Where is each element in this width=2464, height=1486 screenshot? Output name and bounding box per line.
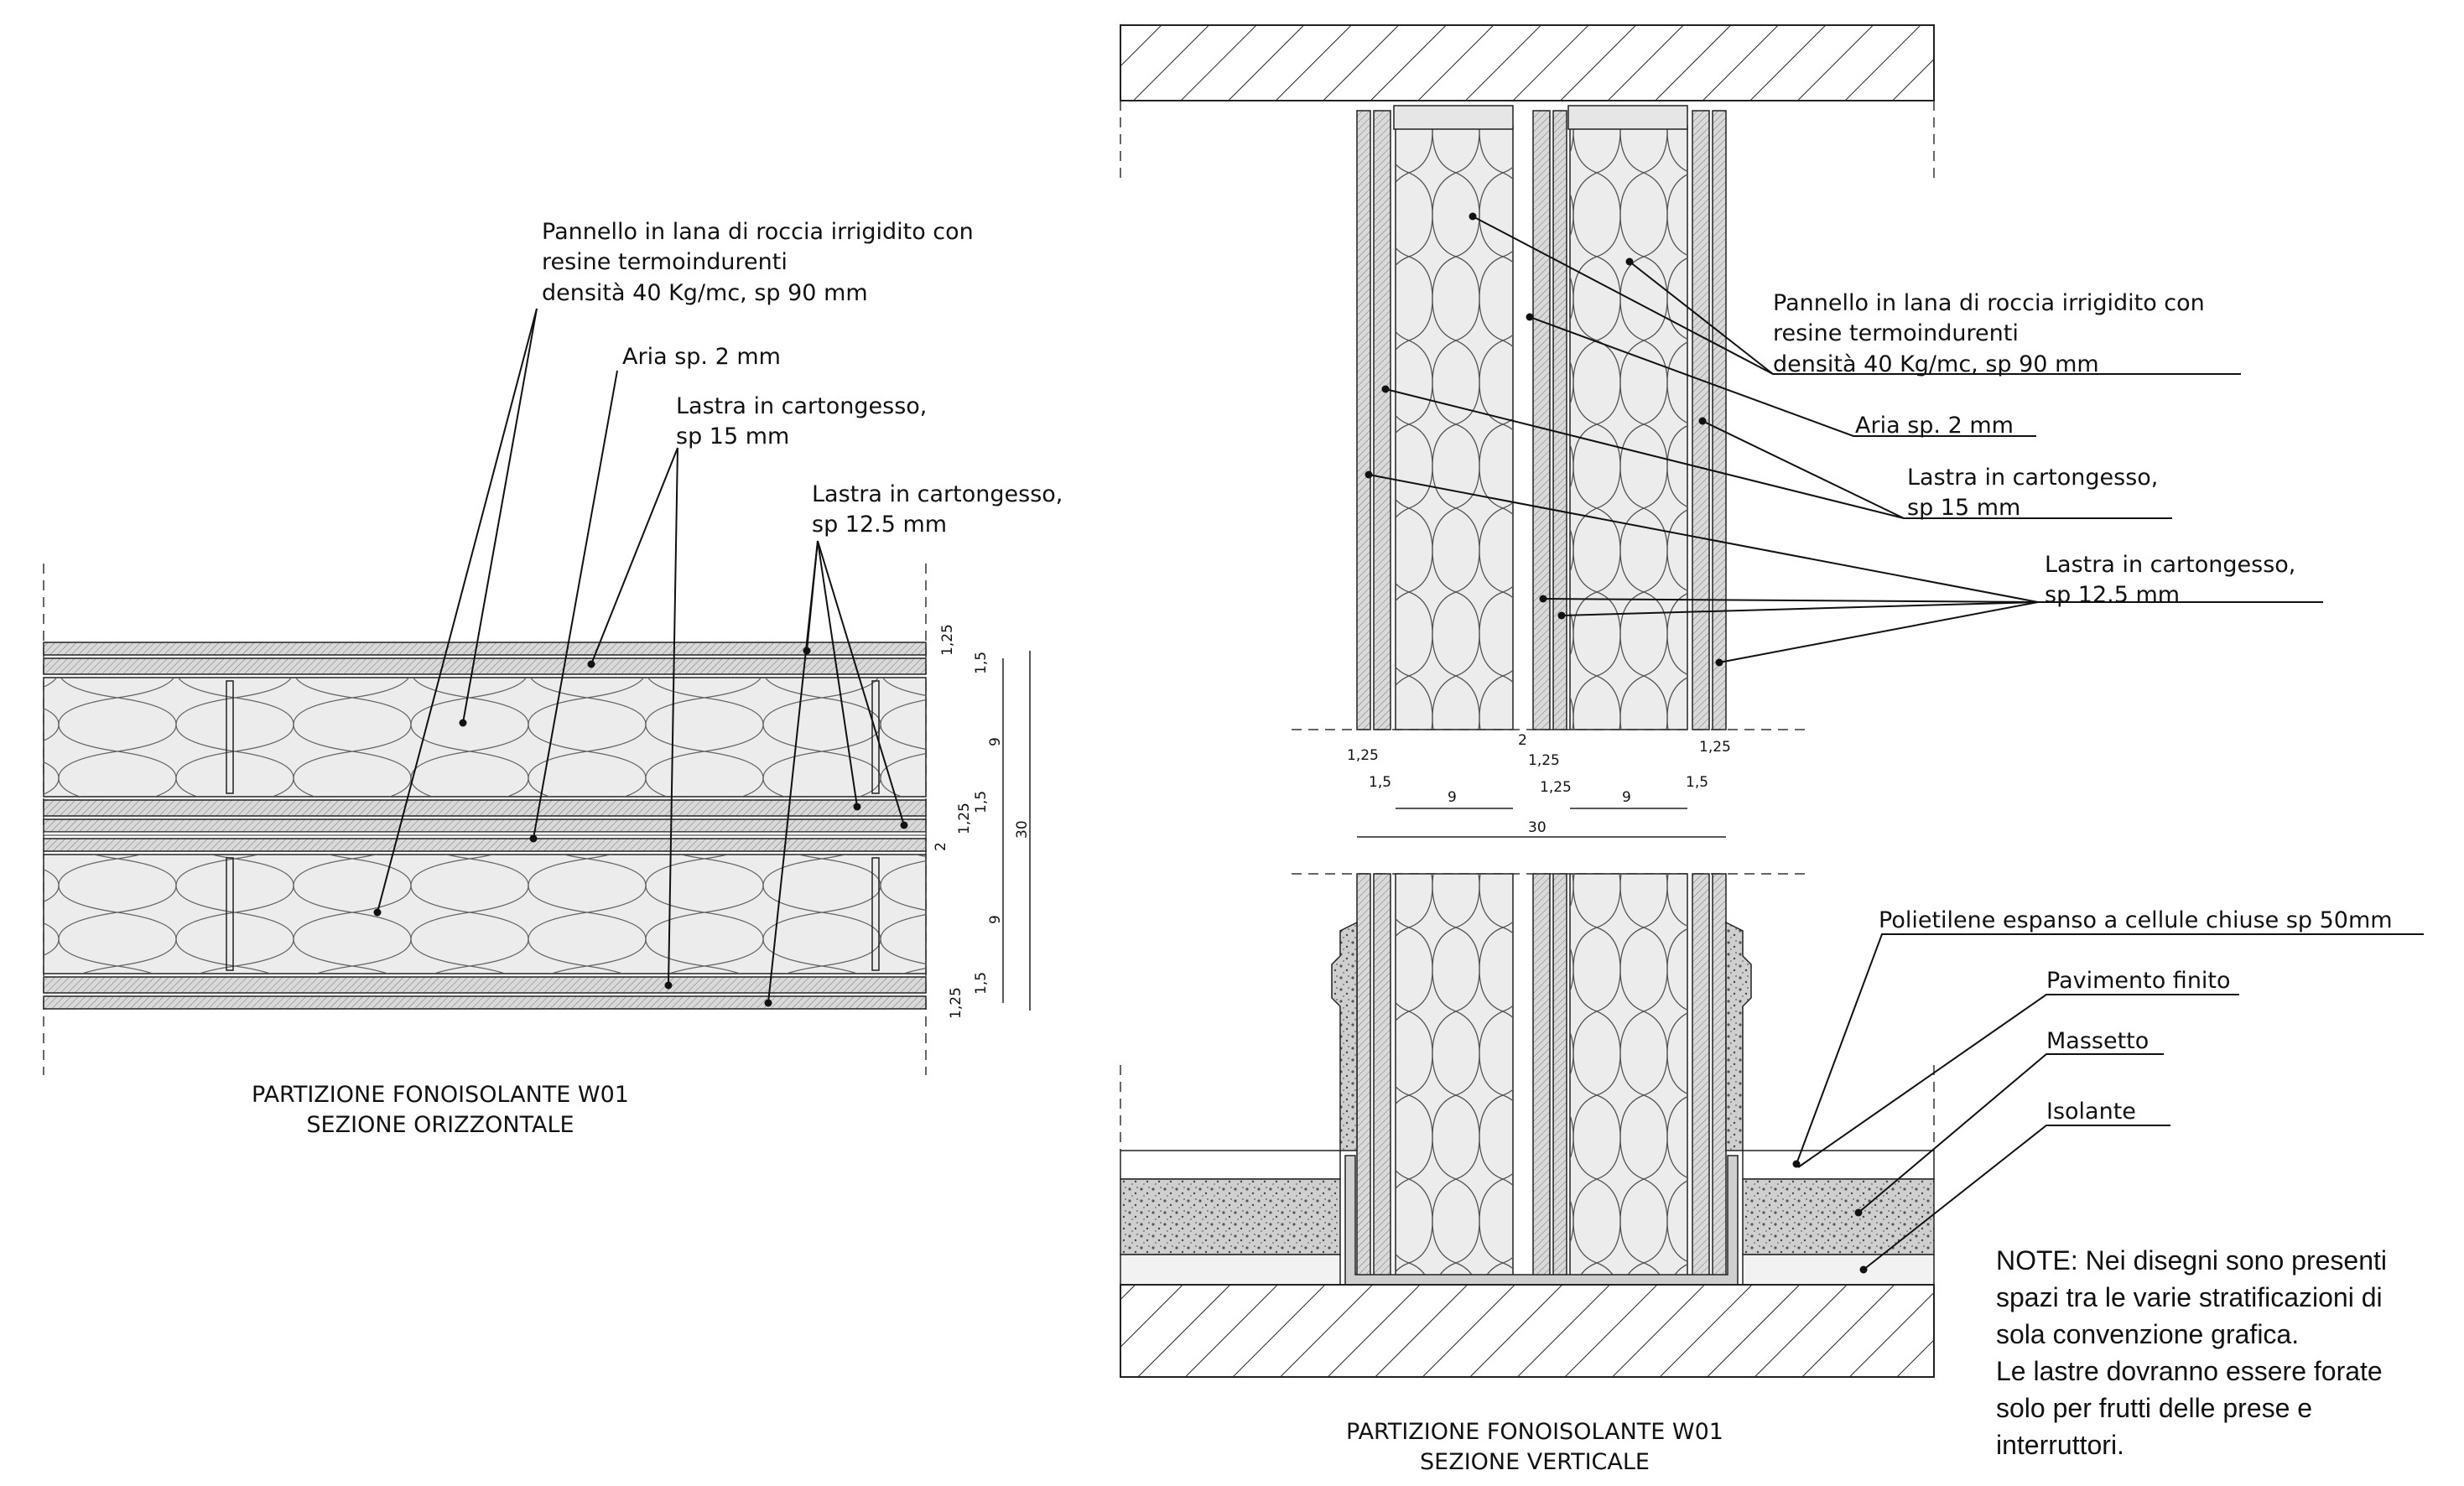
v-panel-label-2: resine termoindurenti — [1773, 320, 2019, 346]
h-panel-label-2: resine termoindurenti — [542, 249, 788, 275]
floor-slab — [1120, 1284, 1935, 1378]
v-panel-label-1: Pannello in lana di roccia irrigidito co… — [1773, 290, 2205, 316]
v-dim-8: 1,25 — [1699, 739, 1731, 756]
v-caption-1: PARTIZIONE FONOISOLANTE W01 — [1346, 1419, 1723, 1445]
h-caption-1: PARTIZIONE FONOISOLANTE W01 — [252, 1082, 629, 1108]
v-board15-label-2: sp 15 mm — [1907, 495, 2020, 521]
h-air-label: Aria sp. 2 mm — [622, 344, 781, 370]
board-12-5-mid2 — [43, 838, 927, 852]
v-panel-label-3: densità 40 Kg/mc, sp 90 mm — [1773, 351, 2099, 377]
h-board125-label-1: Lastra in cartongesso, — [812, 481, 1063, 507]
h-dim-5: 1,25 — [956, 803, 973, 834]
ceiling-slab — [1120, 24, 1935, 101]
v-dim-9: 1,5 — [1686, 774, 1708, 791]
note-line-3: sola convenzione grafica. — [1996, 1319, 2299, 1349]
h-dim-9: 1,25 — [948, 987, 964, 1019]
h-board15-label-2: sp 15 mm — [676, 423, 789, 449]
v-dim-3: 9 — [1448, 789, 1457, 806]
h-dim-6: 2 — [933, 842, 949, 851]
h-dim-1: 1,25 — [939, 624, 956, 656]
board-12-5-mid1 — [43, 818, 927, 833]
v-dim-5: 1,25 — [1528, 752, 1560, 769]
board-15-top — [43, 657, 927, 675]
v-dim-1: 1,25 — [1347, 747, 1379, 764]
h-dim-total: 30 — [1014, 820, 1031, 839]
vertical-section: Pannello in lana di roccia irrigidito co… — [1120, 24, 2424, 1475]
h-dim-4: 1,5 — [973, 791, 990, 813]
air-gap — [43, 831, 927, 836]
h-panel-label-1: Pannello in lana di roccia irrigidito co… — [542, 219, 974, 245]
v-board125-label-2: sp 12.5 mm — [2045, 582, 2180, 608]
wall-upper — [1356, 105, 1727, 730]
wall-lower — [1331, 873, 1752, 1286]
v-dim-4: 2 — [1518, 732, 1527, 749]
note-line-6: interruttori. — [1996, 1430, 2124, 1460]
v-insulation-label: Isolante — [2046, 1099, 2136, 1125]
v-dim-7: 9 — [1622, 789, 1631, 806]
board-15-bottom — [43, 976, 927, 994]
v-board125-label-1: Lastra in cartongesso, — [2045, 552, 2295, 578]
h-dim-3: 9 — [987, 737, 1004, 746]
board-15-mid1 — [43, 799, 927, 817]
h-board15-label-1: Lastra in cartongesso, — [676, 393, 927, 419]
note-line-2: spazi tra le varie stratificazioni di — [1996, 1282, 2383, 1312]
v-dim-6: 1,25 — [1540, 779, 1572, 796]
v-dim-total: 30 — [1528, 819, 1546, 836]
v-polyethylene-label: Polietilene espanso a cellule chiuse sp … — [1879, 907, 2393, 933]
board-12-5-top — [43, 642, 927, 656]
note-line-4: Le lastre dovranno essere forate — [1996, 1356, 2383, 1386]
v-screed-label: Massetto — [2046, 1028, 2149, 1054]
v-caption-2: SEZIONE VERTICALE — [1420, 1449, 1650, 1475]
note-block: NOTE: Nei disegni sono presenti spazi tr… — [1996, 1245, 2387, 1460]
floor-buildup — [1120, 1065, 1935, 1378]
h-panel-label-3: densità 40 Kg/mc, sp 90 mm — [542, 280, 868, 306]
board-12-5-bottom — [43, 995, 927, 1010]
h-caption-2: SEZIONE ORIZZONTALE — [306, 1112, 574, 1138]
h-board125-label-2: sp 12.5 mm — [812, 512, 947, 538]
h-dim-7: 9 — [987, 915, 1004, 924]
v-floor-label: Pavimento finito — [2046, 968, 2231, 994]
h-dim-2: 1,5 — [973, 652, 990, 674]
h-dim-8: 1,5 — [973, 972, 990, 995]
note-line-5: solo per frutti delle prese e — [1996, 1393, 2312, 1423]
horizontal-section: Pannello in lana di roccia irrigidito co… — [43, 219, 1063, 1138]
v-air-label: Aria sp. 2 mm — [1855, 413, 2014, 439]
v-dim-2: 1,5 — [1369, 774, 1391, 791]
v-board15-label-1: Lastra in cartongesso, — [1907, 465, 2158, 491]
note-line-1: NOTE: Nei disegni sono presenti — [1996, 1245, 2387, 1276]
